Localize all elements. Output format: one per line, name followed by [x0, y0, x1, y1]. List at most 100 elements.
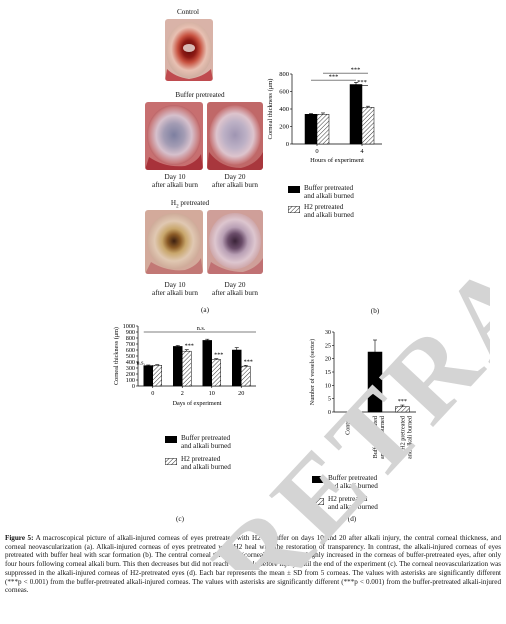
- chart-c-annotation: n.s.: [197, 325, 206, 332]
- chart-c-annotation: ***: [244, 358, 253, 365]
- figure-caption-label: Figure 5:: [5, 534, 34, 542]
- chart-c-y-tick-label: 800: [126, 335, 135, 342]
- chart-d-x-tick-label: H2 pretreatedand alkali burned: [399, 415, 413, 459]
- chart-c-annotation: n.s.: [136, 360, 145, 367]
- chart-c-y-tick-label: 700: [126, 341, 135, 348]
- eye-photo-buffer-day10: [145, 102, 203, 170]
- chart-c-bar: [232, 349, 242, 387]
- chart-d-bar: [395, 406, 410, 413]
- chart-d-y-tick-label: 30: [325, 329, 331, 336]
- chart-d-y-tick-label: 10: [325, 382, 331, 389]
- legend-c-swatch-h2: [165, 458, 177, 465]
- chart-c-x-tick-label: 10: [209, 390, 215, 397]
- chart-c-y-tick-label: 500: [126, 353, 135, 360]
- chart-b-bar: [316, 114, 330, 145]
- label-buffer-pretreated: Buffer pretreated: [175, 91, 225, 99]
- chart-c-y-tick-label: 200: [126, 371, 135, 378]
- chart-b-annotation: ***: [357, 79, 367, 86]
- chart-b-y-tick-label: 200: [279, 124, 289, 131]
- chart-b-y-tick-label: 800: [279, 71, 289, 78]
- figure-caption: Figure 5: A macroscopical picture of alk…: [5, 534, 501, 595]
- chart-d-y-tick-label: 20: [325, 356, 331, 363]
- eye-photo-control: [165, 19, 213, 81]
- panel-letter-c: (c): [176, 515, 184, 523]
- chart-d-y-tick-label: 5: [328, 396, 331, 403]
- label-h2-pretreated: H2 pretreated: [170, 199, 210, 210]
- chart-c-y-tick-label: 600: [126, 347, 135, 354]
- chart-c-bar: [182, 350, 192, 387]
- legend-d-swatch-buffer: [312, 476, 324, 483]
- panel-letter-b: (b): [370, 307, 380, 315]
- chart-c-bar: [241, 365, 251, 387]
- chart-c-x-axis-label: Days of experiment: [173, 400, 222, 407]
- chart-c-annotation: ***: [185, 343, 194, 350]
- chart-b-bar: [304, 114, 318, 145]
- chart-c-y-tick-label: 300: [126, 365, 135, 372]
- chart-b-annotation: ***: [329, 74, 339, 81]
- chart-b-y-tick-label: 0: [286, 141, 289, 148]
- chart-d-x-tick-label: Buffer pretreatedand alkali burned: [372, 415, 386, 459]
- chart-b-x-tick-label: 0: [315, 148, 318, 155]
- chart-c-y-axis-label: Corneal thickness (μm): [113, 327, 120, 385]
- legend-d-swatch-h2: [312, 498, 324, 505]
- eye-photo-h2-day20: [207, 210, 263, 274]
- chart-c-y-tick-label: 100: [126, 377, 135, 384]
- chart-b-y-tick-label: 600: [279, 89, 289, 96]
- chart-b-y-axis-label: Corneal thickness (μm): [267, 79, 274, 140]
- chart-d-bar: [367, 351, 383, 413]
- chart-c-y-tick-label: 400: [126, 359, 135, 366]
- chart-b-y-tick-label: 400: [279, 106, 289, 113]
- chart-c-annotation: ***: [214, 352, 223, 359]
- chart-b-bar: [361, 107, 375, 145]
- chart-b-bar: [349, 84, 363, 145]
- chart-d-y-axis-label: Number of vessels (sector): [309, 339, 316, 406]
- chart-d-x-tick-label: Control: [345, 416, 352, 435]
- chart-c-x-tick-label: 2: [181, 390, 184, 397]
- chart-c-bar: [152, 365, 162, 387]
- legend-b-swatch-h2: [288, 206, 300, 213]
- chart-b-x-axis-label: Hours of experiment: [310, 157, 364, 164]
- chart-c-y-tick-label: 1000: [123, 323, 135, 330]
- chart-c-x-tick-label: 0: [151, 390, 154, 397]
- chart-d-y-tick-label: 25: [325, 342, 331, 349]
- chart-c-plot: 01002003004005006007008009001000Corneal …: [113, 323, 256, 407]
- chart-c-bar: [202, 340, 212, 387]
- chart-c-bar: [211, 359, 221, 387]
- label-control: Control: [177, 8, 199, 16]
- panel-letter-a: (a): [201, 306, 209, 314]
- chart-c-bar: [143, 365, 153, 387]
- chart-c-y-tick-label: 900: [126, 329, 135, 336]
- eye-photo-buffer-day20: [207, 102, 263, 170]
- legend-c-swatch-buffer: [165, 436, 177, 443]
- chart-d-y-tick-label: 0: [328, 409, 331, 416]
- chart-c-x-tick-label: 20: [238, 390, 244, 397]
- chart-d-y-tick-label: 15: [325, 369, 331, 376]
- chart-b-x-tick-label: 4: [360, 148, 364, 155]
- panel-letter-d: (d): [347, 515, 357, 523]
- chart-c: 01002003004005006007008009001000Corneal …: [113, 323, 256, 407]
- chart-c-bar: [173, 346, 183, 387]
- legend-b-swatch-buffer: [288, 186, 300, 193]
- chart-b-annotation: ***: [351, 67, 361, 74]
- figure-caption-text: A macroscopical picture of alkali-injure…: [5, 534, 502, 595]
- chart-c-y-tick-label: 0: [132, 383, 135, 390]
- eye-photo-h2-day10: [145, 210, 203, 274]
- chart-d-annotation: ***: [398, 398, 407, 405]
